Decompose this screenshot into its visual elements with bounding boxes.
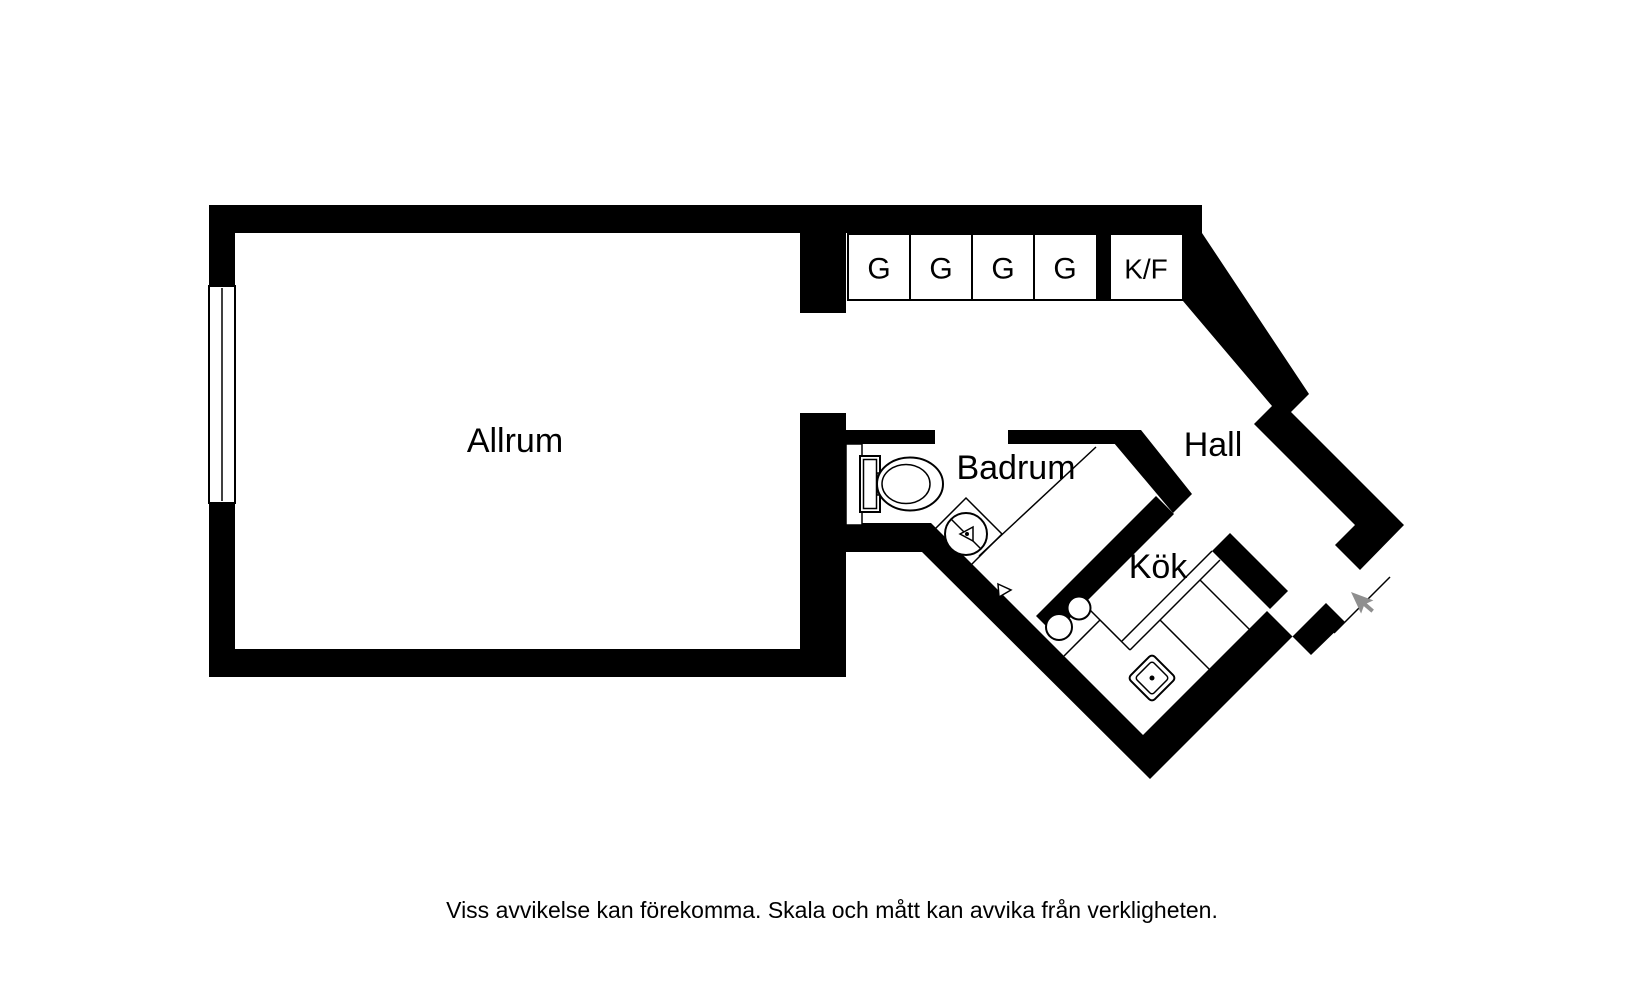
closet-label-4: G [1053,253,1076,286]
fridge-freezer-box [1109,233,1184,301]
wall-left-lower [209,503,235,649]
closet-box-3 [971,233,1035,301]
room-label-allrum: Allrum [467,422,563,460]
wall-top [209,205,1202,233]
room-label-kok: Kök [1129,548,1189,586]
bathroom-sink-drain [965,532,969,536]
closet-label-1: G [867,253,890,286]
toilet-tank-inner [862,458,878,510]
closet-label-3: G [991,253,1014,286]
wall-badrum-top-left [846,430,935,444]
counter-edge-sw [1083,603,1131,651]
wall-wing-exterior [846,523,1345,779]
stove-burner-1 [1045,613,1073,641]
disclaimer-text: Viss avvikelse kan förekomma. Skala och … [446,897,1218,923]
kitchen-sink-drain [1149,675,1155,681]
badrum-door-marker [997,582,1013,599]
wall-badrum-ne-diagonal [1103,430,1192,513]
wall-bottom [209,649,846,677]
closet-box-2 [909,233,973,301]
closet-box-1 [847,233,911,301]
counter-edge-se [1129,559,1221,651]
sink-alcove-lines [928,496,1004,572]
wall-allrum-right-upper [800,233,846,313]
room-label-badrum: Badrum [956,449,1075,487]
wall-right-exterior [1183,233,1404,570]
wall-hall-kok-divider [1212,533,1288,609]
mouse-cursor-icon [1351,592,1374,614]
toilet-bowl-inner [881,463,931,505]
room-label-hall: Hall [1184,426,1243,464]
counter-section-line-1 [1063,619,1101,657]
kok-doorway-line [1121,550,1213,642]
counter-section-line-3 [1199,579,1251,631]
closet-label-2: G [929,253,952,286]
fridge-freezer-label: K/F [1124,254,1168,285]
stove-burner-2 [1066,595,1092,621]
wall-left-upper [209,233,235,286]
counter-section-line-2 [1159,619,1211,671]
wall-allrum-right-lower [800,413,846,677]
wall-closet-separator [1097,233,1110,301]
closet-box-4 [1033,233,1098,301]
